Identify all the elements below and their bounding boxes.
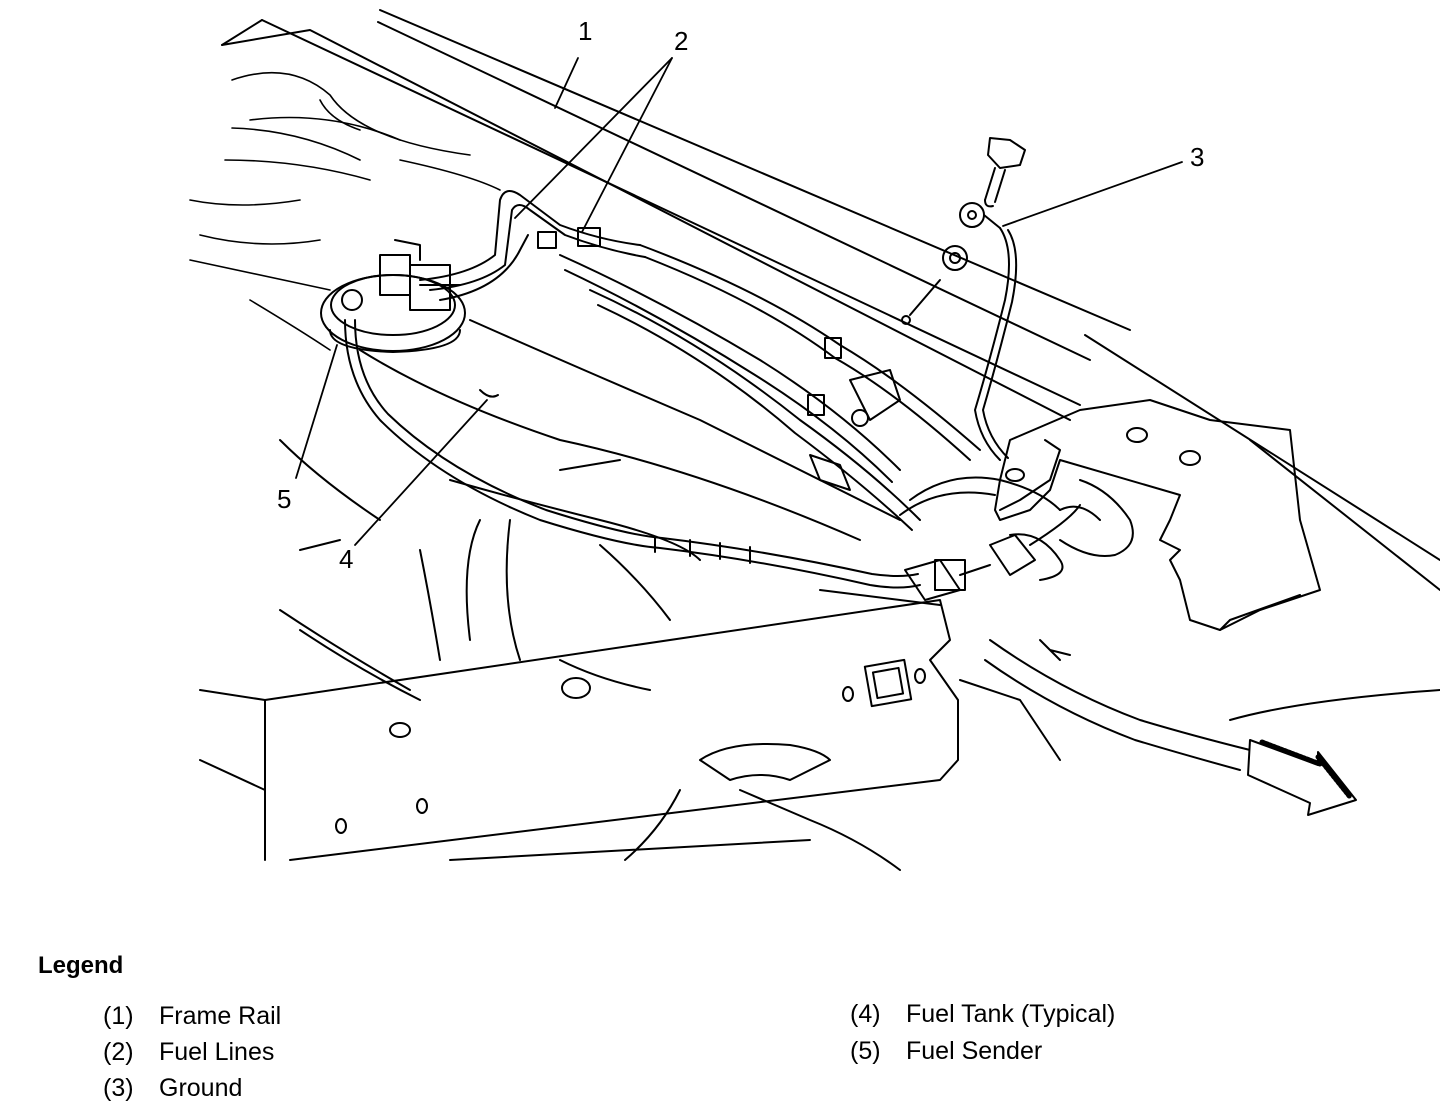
ground-strap bbox=[902, 138, 1025, 460]
callout-leaders bbox=[296, 58, 1182, 545]
legend-item-number: (1) bbox=[103, 1002, 134, 1030]
callout-4: 4 bbox=[339, 544, 353, 574]
callout-5: 5 bbox=[277, 484, 291, 514]
crossmember bbox=[200, 590, 1440, 870]
legend-item-label: Fuel Sender bbox=[906, 1037, 1043, 1065]
forward-arrow-icon bbox=[1248, 740, 1356, 815]
callout-1: 1 bbox=[578, 16, 592, 46]
mounting-bracket bbox=[995, 400, 1320, 630]
fuel-system-diagram: 1 2 3 4 5 bbox=[0, 0, 1440, 900]
legend-item-number: (4) bbox=[850, 1000, 881, 1028]
legend-item-number: (5) bbox=[850, 1037, 881, 1065]
legend-item-number: (2) bbox=[103, 1038, 134, 1066]
legend: Legend (1) Frame Rail (2) Fuel Lines (3)… bbox=[0, 940, 1440, 1114]
fuel-tank bbox=[280, 320, 900, 700]
legend-item-number: (3) bbox=[103, 1074, 134, 1102]
fuel-lines bbox=[420, 191, 980, 530]
body-panels bbox=[190, 73, 500, 350]
legend-item-label: Ground bbox=[159, 1074, 243, 1102]
legend-item-label: Frame Rail bbox=[159, 1002, 282, 1030]
legend-title: Legend bbox=[38, 952, 124, 979]
fuel-sender bbox=[321, 240, 465, 352]
legend-item-label: Fuel Lines bbox=[159, 1038, 275, 1066]
frame-rail bbox=[222, 10, 1440, 590]
legend-item-label: Fuel Tank (Typical) bbox=[906, 1000, 1116, 1028]
callout-3: 3 bbox=[1190, 142, 1204, 172]
callout-2: 2 bbox=[674, 26, 688, 56]
